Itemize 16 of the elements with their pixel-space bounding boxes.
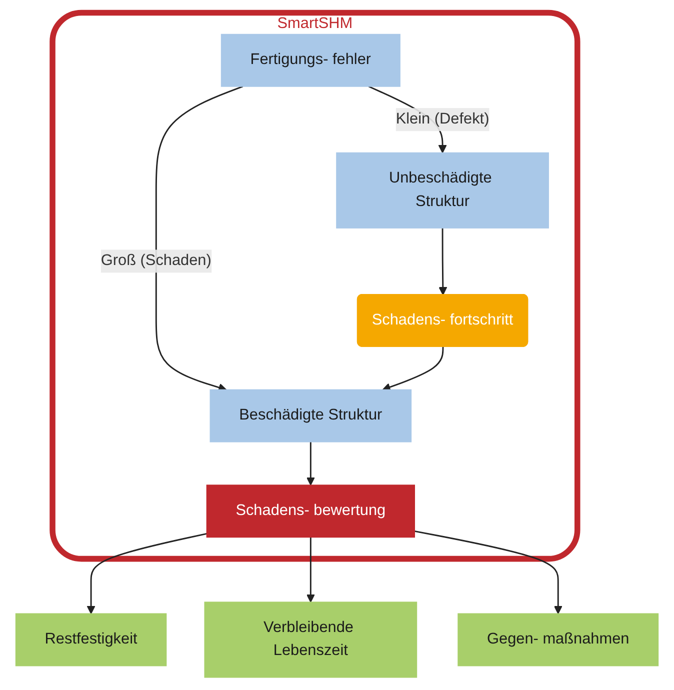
arrow [306, 537, 315, 603]
arrow [86, 532, 207, 614]
node-box: Gegen- maßnahmen [458, 613, 659, 666]
arrow [414, 530, 562, 614]
arrow [438, 228, 448, 296]
edge-label: Klein (Defekt) [396, 110, 490, 128]
node-box: Restfestigkeit [15, 613, 167, 666]
node-box: Unbeschädigte Struktur [336, 152, 549, 228]
edge-label: Groß (Schaden) [100, 252, 212, 269]
node-box: Beschädigte Struktur [210, 389, 412, 442]
node-box: Fertigungs- fehler [220, 34, 400, 87]
node-box: Verbleibende Lebenszeit [204, 602, 418, 678]
arrow [382, 346, 444, 392]
node-box: Schadens- bewertung [206, 484, 415, 538]
arrow [306, 442, 315, 486]
arrow [155, 86, 244, 392]
